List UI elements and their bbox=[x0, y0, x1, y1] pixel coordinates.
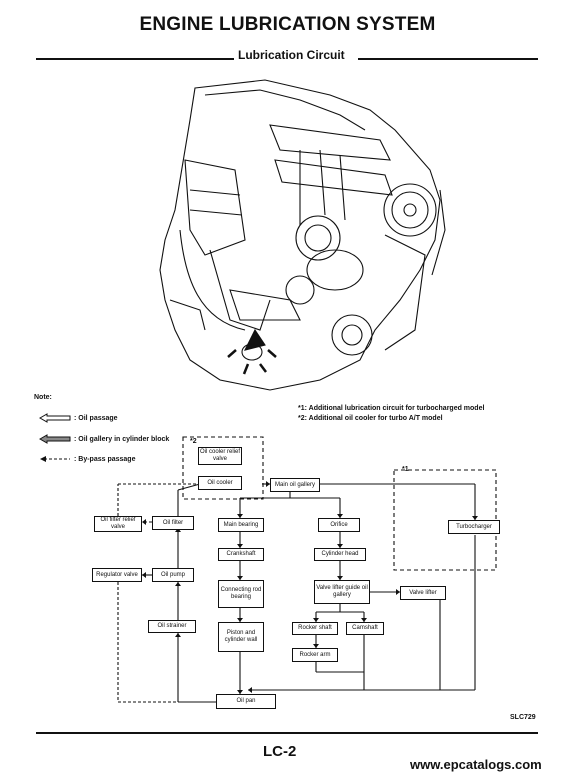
box-oil-strainer: Oil strainer bbox=[148, 620, 196, 633]
footnote-1: *1: Additional lubrication circuit for t… bbox=[298, 405, 485, 412]
box-oil-cooler: Oil cooler bbox=[198, 476, 242, 490]
box-main-oil-gallery: Main oil gallery bbox=[270, 478, 320, 492]
legend-bypass: : By-pass passage bbox=[74, 456, 136, 463]
title-rule-left bbox=[36, 58, 234, 60]
box-rocker-arm: Rocker arm bbox=[292, 648, 338, 662]
website-watermark: www.epcatalogs.com bbox=[410, 757, 542, 772]
box-oil-pump: Oil pump bbox=[152, 568, 194, 582]
note-label: Note: bbox=[34, 394, 52, 401]
box-main-bearing: Main bearing bbox=[218, 518, 264, 532]
box-crankshaft: Crankshaft bbox=[218, 548, 264, 561]
box-rocker-shaft: Rocker shaft bbox=[292, 622, 338, 635]
legend-oil-gallery: : Oil gallery in cylinder block bbox=[74, 436, 170, 443]
footnote-2: *2: Additional oil cooler for turbo A/T … bbox=[298, 415, 443, 422]
box-cylinder-head: Cylinder head bbox=[314, 548, 366, 561]
box-oil-filter-relief-valve: Oil filter relief valve bbox=[94, 516, 142, 532]
box-camshaft: Camshaft bbox=[346, 622, 384, 635]
box-connecting-rod-bearing: Connecting rod bearing bbox=[218, 580, 264, 608]
box-regulator-valve: Regulator valve bbox=[92, 568, 142, 582]
box-orifice: Orifice bbox=[318, 518, 360, 532]
box-piston-and-cylinder-wall: Piston and cylinder wall bbox=[218, 622, 264, 652]
box-valve-lifter-guide-oil-gallery: Valve lifter guide oil gallery bbox=[314, 580, 370, 604]
title-rule-right bbox=[358, 58, 538, 60]
box-oil-filter: Oil filter bbox=[152, 516, 194, 530]
mark-2: *2 bbox=[190, 438, 197, 445]
box-oil-cooler-relief-valve: Oil cooler relief valve bbox=[198, 447, 242, 465]
page-title: ENGINE LUBRICATION SYSTEM bbox=[139, 14, 436, 35]
box-oil-pan: Oil pan bbox=[216, 694, 276, 709]
box-valve-lifter: Valve lifter bbox=[400, 586, 446, 600]
legend-oil-passage: : Oil passage bbox=[74, 415, 118, 422]
section-subtitle: Lubrication Circuit bbox=[238, 48, 345, 62]
box-turbocharger: Turbocharger bbox=[448, 520, 500, 534]
footer-rule bbox=[36, 732, 538, 734]
figure-code: SLC729 bbox=[510, 714, 536, 721]
mark-1: *1 bbox=[402, 466, 409, 473]
page-number: LC-2 bbox=[263, 743, 297, 760]
